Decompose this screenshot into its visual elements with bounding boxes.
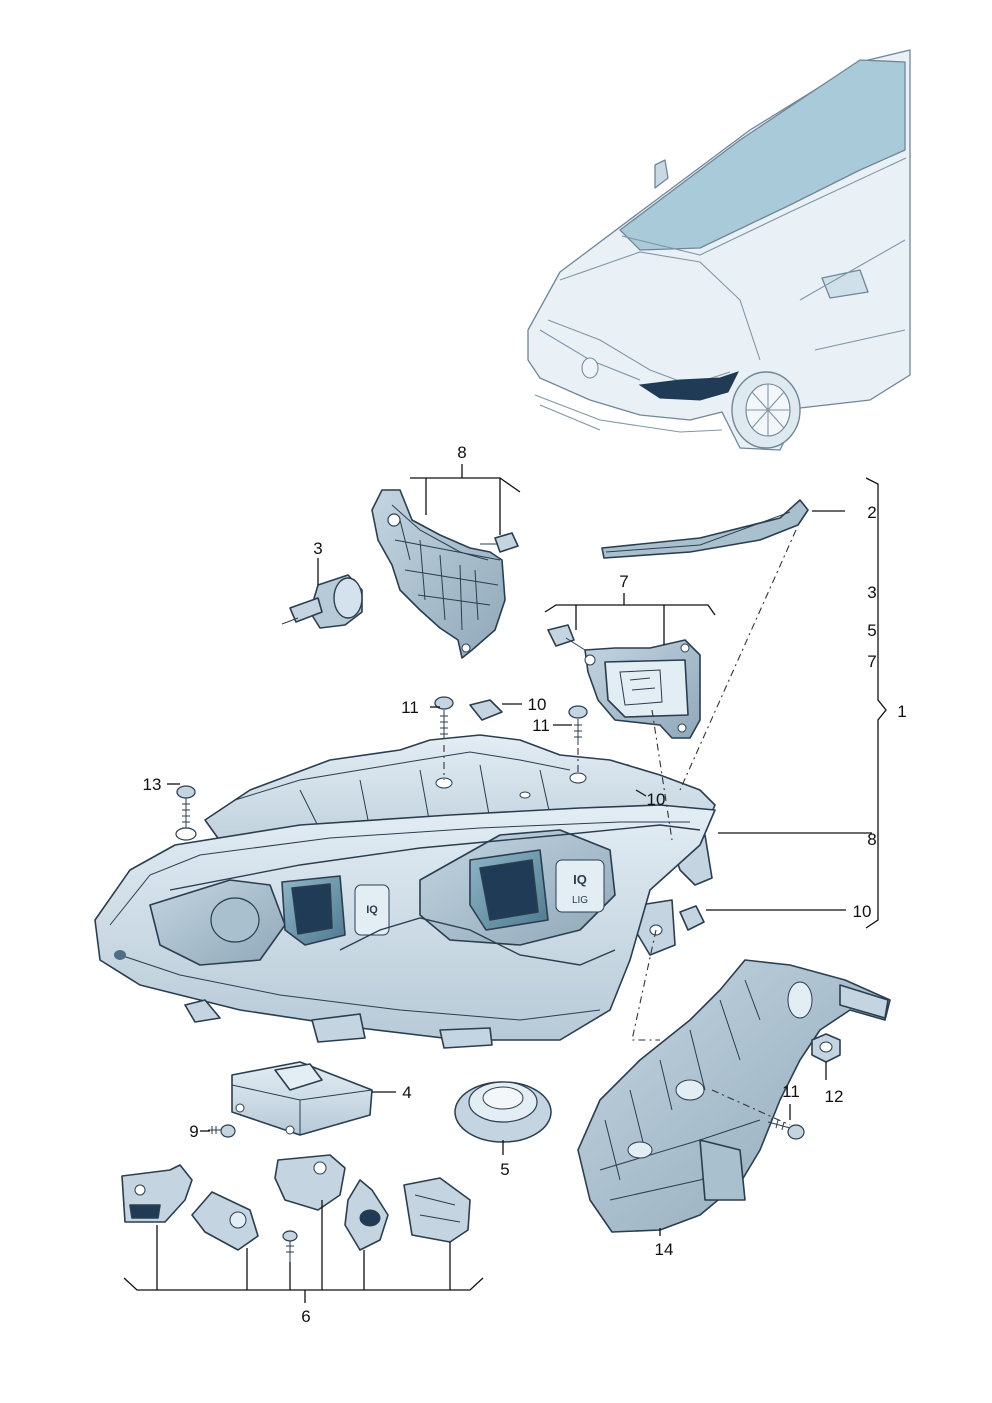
callout-7-right: 7 <box>867 652 876 671</box>
callout-11-top: 11 <box>401 698 419 717</box>
callout-8: 8 <box>457 443 466 462</box>
callout-8-right: 8 <box>867 830 876 849</box>
callout-9: 9 <box>189 1122 198 1141</box>
callout-3: 3 <box>313 539 322 558</box>
ballast-unit-part <box>231 1061 373 1136</box>
mounting-bracket-part <box>371 489 519 659</box>
callout-7: 7 <box>619 572 628 591</box>
callout-5-right: 5 <box>867 621 876 640</box>
trim-strip-part <box>601 499 809 559</box>
callout-12: 12 <box>825 1087 844 1106</box>
leveling-motor-part <box>281 574 363 629</box>
callout-1: 1 <box>897 702 906 721</box>
iq-badge-small: IQ <box>366 904 378 916</box>
nut-12-part <box>811 1033 841 1063</box>
callout-13: 13 <box>143 775 162 794</box>
callout-11-low: 11 <box>782 1082 800 1101</box>
callout-4: 4 <box>402 1083 411 1102</box>
callout-6: 6 <box>301 1307 310 1326</box>
callout-3-right: 3 <box>867 583 876 602</box>
light-badge-text: LIG <box>572 895 588 906</box>
screw-9-part <box>208 1124 236 1138</box>
headlight-assembly-part: IQ IQ LIG <box>94 734 716 1049</box>
callout-14: 14 <box>655 1240 674 1259</box>
callout-10-top: 10 <box>528 695 547 714</box>
vehicle-illustration <box>527 49 911 451</box>
callout-10-mid: 10 <box>647 790 666 809</box>
cover-cap-part <box>454 1081 552 1143</box>
iq-badge-large: IQ <box>573 872 587 887</box>
callout-2: 2 <box>867 503 876 522</box>
mounting-parts-group-6 <box>121 1154 471 1262</box>
callout-5: 5 <box>500 1160 509 1179</box>
callout-11-mid: 11 <box>532 716 550 735</box>
screw-11-low-part <box>767 1117 805 1140</box>
callout-labels: 8 3 7 2 3 5 7 1 8 10 11 10 11 10 13 4 9 … <box>143 443 907 1326</box>
leader-lines <box>123 464 887 1303</box>
control-module-part <box>547 624 701 739</box>
support-bracket-part <box>577 959 891 1233</box>
callout-10-right: 10 <box>853 902 872 921</box>
